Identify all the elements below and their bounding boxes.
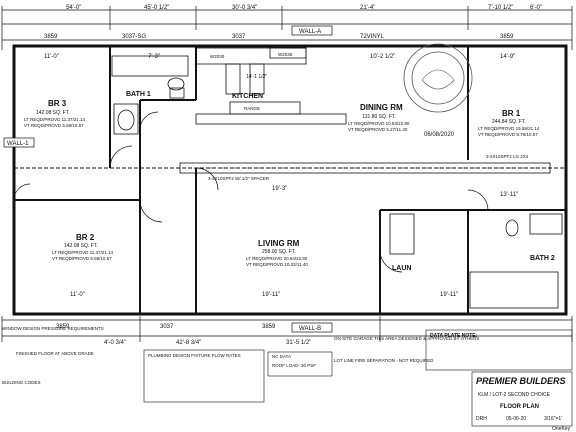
- room-br2-vt: VT REQD/PROVD 5.68/10.57: [52, 256, 112, 261]
- beam-note-right: 3-2X10SPF2 LG 2X4: [486, 154, 529, 159]
- note-window-design: WINDOW DESIGN PRESSURE REQUIREMENTS: [2, 326, 104, 331]
- sub-dim-4: 10'-2 1/2": [370, 54, 395, 60]
- watermark: OneKey: [552, 426, 571, 432]
- room-dining-lt: LT REQD/PROVD 10.54/22.80: [348, 121, 410, 126]
- dim-top-1: 54'-0": [66, 5, 81, 11]
- dim-top-3: 30'-0 3/4": [232, 5, 257, 11]
- opening-bottom-2: 3037: [160, 324, 174, 330]
- wall-a-tag: WALL-A: [299, 29, 321, 35]
- drawn-by: DRH: [476, 416, 487, 422]
- dim-bottom2-3: 31'-5 1/2": [286, 340, 311, 346]
- opening-bottom-3: 3859: [262, 324, 276, 330]
- company-name: PREMIER BUILDERS: [476, 376, 566, 386]
- sub-dim-1: 11'-0": [44, 54, 59, 60]
- dim-bottom-2: 19'-11": [262, 292, 280, 298]
- note-nc-data: NC DATA: [272, 354, 291, 359]
- room-dining-vt: VT REQD/PROVD 5.27/11.40: [348, 127, 408, 132]
- wall-b-tag: WALL-B: [299, 326, 321, 332]
- room-living-vt: VT REQD/PROVD 10.32/11.40: [246, 262, 308, 267]
- dim-top-4: 21'-4": [360, 5, 375, 11]
- room-br1-sqft: 244.84 SQ. FT.: [492, 119, 526, 125]
- room-bath2-title: BATH 2: [530, 255, 555, 262]
- dim-top-5: 7'-10 1/2": [488, 5, 513, 11]
- beam-band: [179, 162, 551, 174]
- opening-top-1: 3859: [44, 34, 58, 40]
- note-plumbing: PLUMBING DESIGN FIXTURE FLOW RATES: [148, 353, 241, 358]
- bath2-fixtures: [389, 213, 563, 309]
- room-living-sqft: 258.00 SQ. FT.: [262, 249, 296, 255]
- sub-dim-5: 14'-9": [500, 54, 515, 60]
- room-bath1-title: BATH 1: [126, 91, 151, 98]
- interior-walls: [14, 46, 566, 314]
- dim-bottom2-1: 4'-0 3/4": [104, 340, 126, 346]
- wall-tags: [3, 25, 333, 333]
- room-br3-sqft: 142.08 SQ. FT.: [36, 110, 70, 116]
- note-data-plate: DATA PLATE NOTE:: [430, 333, 478, 339]
- dim-bottom2-2: 42'-8 3/4": [176, 340, 201, 346]
- room-br2-title: BR 2: [76, 233, 95, 242]
- wall-1-tag: WALL-1: [7, 141, 29, 147]
- opening-top-4: 72VINYL: [360, 34, 385, 40]
- note-building-codes: BUILDING CODES: [2, 380, 41, 385]
- sheet-title: FLOOR PLAN: [500, 404, 539, 410]
- sheet-scale: 3/16"=1': [544, 416, 562, 422]
- kitchen-counters: [195, 47, 347, 125]
- opening-top-5: 3859: [500, 34, 514, 40]
- cabinet-w2036: W2036: [278, 52, 293, 57]
- door-swings: [13, 111, 489, 273]
- room-br1-title: BR 1: [502, 109, 521, 118]
- dim-bottom-1: 11'-0": [70, 292, 85, 298]
- room-br2-lt: LT REQD/PROVD 11.37/21.14: [52, 250, 114, 255]
- room-br3-vt: VT REQD/PROVD 5.68/10.57: [24, 123, 84, 128]
- kitchen-range: RANGE: [244, 106, 260, 111]
- sub-dim-2: 7'-3": [148, 54, 160, 60]
- sheet-date: 05-06-20: [506, 416, 526, 422]
- opening-top-2: 3037-SG: [122, 34, 146, 40]
- exterior-walls: [12, 44, 568, 316]
- mid-span-dim: 19'-3": [272, 186, 287, 192]
- dim-bottom-3: 19'-11": [440, 292, 458, 298]
- note-lot-line: LOT LINE FIRE SEPARATION - NOT REQUIRED: [334, 358, 434, 363]
- room-kitchen-title: KITCHEN: [232, 93, 263, 100]
- room-dining-title: DINING RM: [360, 103, 403, 112]
- room-dining-sqft: 131.80 SQ. FT.: [362, 114, 396, 120]
- seal-date: 06/08/2020: [424, 132, 455, 138]
- cabinet-w2030: W2030: [210, 54, 225, 59]
- opening-bottom-1: 3859: [56, 324, 70, 330]
- beam-note-left: 3-2X10SPF2 W/ 1/2" SPACER: [208, 176, 270, 181]
- notes-boxes: [143, 329, 573, 427]
- room-br3-lt: LT REQD/PROVD 11.37/21.14: [24, 117, 86, 122]
- room-br1-vt: VT REQD/PROVD 9.79/10.57: [478, 132, 538, 137]
- engineer-seal: [403, 43, 473, 113]
- room-laun-title: LAUN: [392, 265, 411, 272]
- note-finished-floor: FINISHED FLOOR AT ABOVE GRADE: [16, 351, 94, 356]
- room-living-title: LIVING RM: [258, 239, 300, 248]
- project-name: KLM / LOT-2 SECOND CHOICE: [478, 392, 551, 398]
- room-br1-lt: LT REQD/PROVD 19.59/21.14: [478, 126, 540, 131]
- bottom-dimension-lines: [1, 316, 573, 342]
- room-br2-sqft: 142.08 SQ. FT.: [64, 243, 98, 249]
- room-br3-title: BR 3: [48, 99, 67, 108]
- bath1-fixtures: [111, 55, 189, 135]
- top-dimension-lines: [1, 6, 573, 50]
- room-living-lt: LT REQD/PROVD 20.64/22.80: [246, 256, 308, 261]
- dim-top-2: 45'-0 1/2": [144, 5, 169, 11]
- kitchen-dim: 14'-1 1/2": [246, 74, 267, 80]
- dim-top-6: 6'-0": [530, 5, 542, 11]
- note-onsite-garage: ON-SITE GARAGE THIS AREA DESIGNED & APPR…: [334, 336, 479, 341]
- opening-top-3: 3037: [232, 34, 246, 40]
- note-roof-load: ROOF LOAD: 30 PSF: [272, 363, 316, 368]
- lower-span-dim: 13'-11": [500, 192, 518, 198]
